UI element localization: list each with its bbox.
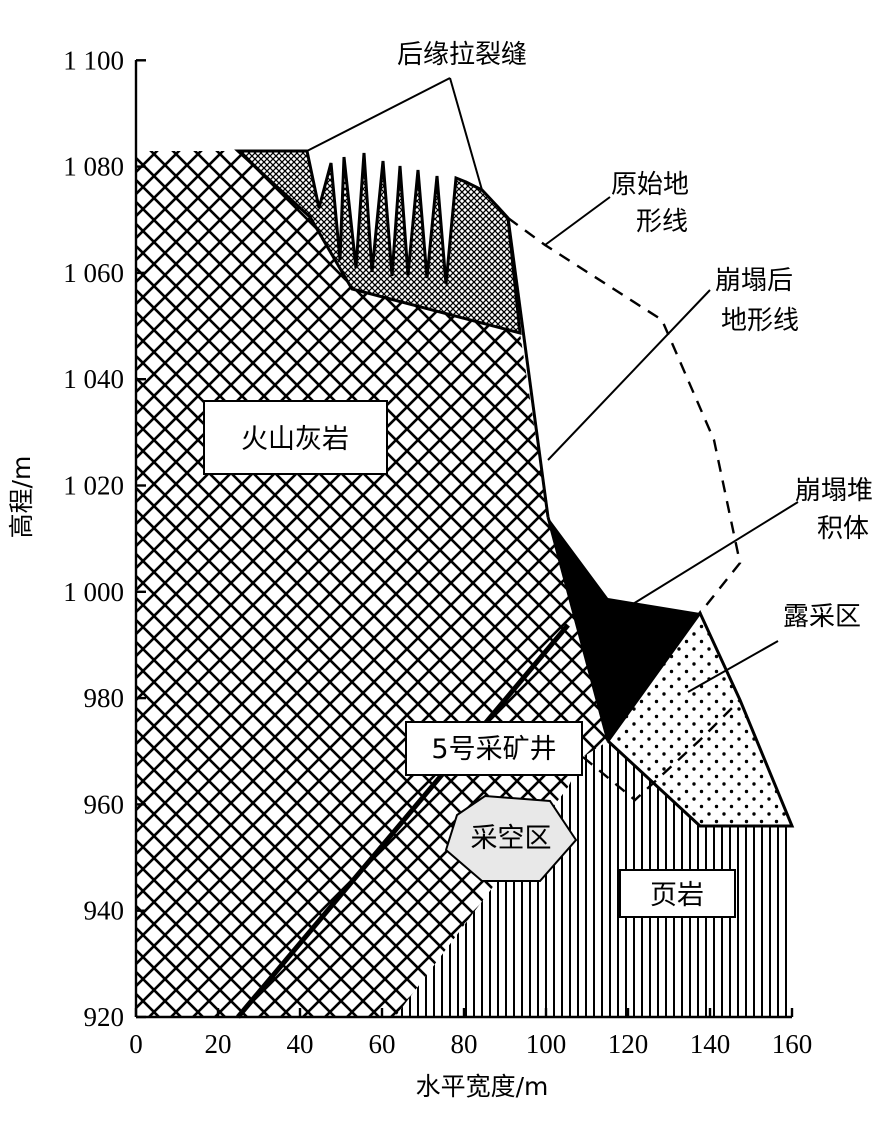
volcanic-tuff-label-box xyxy=(203,400,388,475)
shale-label: 页岩 xyxy=(650,880,704,911)
post-collapse-leader xyxy=(547,289,711,461)
tension-crack-leader xyxy=(449,77,483,191)
y-tick-label: 1 000 xyxy=(63,577,124,607)
x-tick-label: 0 xyxy=(129,1029,143,1059)
x-axis-title: 水平宽度/m xyxy=(416,1072,549,1101)
tension-crack-leader xyxy=(306,77,451,152)
callout-post-collapse-terrain: 地形线 xyxy=(721,306,799,336)
callout-collapse-deposit: 崩塌堆 xyxy=(795,476,873,506)
callout-collapse-deposit: 积体 xyxy=(817,514,869,544)
callout-post-collapse-terrain: 崩塌后 xyxy=(715,266,793,296)
main-slide-surface xyxy=(506,217,550,518)
x-tick-label: 100 xyxy=(526,1029,567,1059)
callouts: 后缘拉裂缝 原始地 形线 崩塌后 地形线 崩塌堆 积体 露采区 xyxy=(397,40,873,632)
x-tick-label: 40 xyxy=(287,1029,314,1059)
y-tick-label: 920 xyxy=(84,1002,125,1032)
x-tick-label: 140 xyxy=(690,1029,731,1059)
x-tick-label: 60 xyxy=(369,1029,396,1059)
y-ticks: 920 940 960 980 1 000 1 020 1 040 1 060 1 080 1 1… xyxy=(63,45,146,1032)
y-tick-label: 1 100 xyxy=(63,45,124,75)
y-tick-label: 960 xyxy=(84,789,125,819)
y-tick-label: 1 020 xyxy=(63,471,124,501)
goaf-label: 采空区 xyxy=(471,823,552,854)
open-pit-leader xyxy=(687,640,779,693)
boxed-labels: 火山灰岩 5号采矿井 采空区 页岩 xyxy=(203,400,736,918)
shale-label-box xyxy=(619,869,736,918)
y-axis-title: 高程/m xyxy=(7,456,36,539)
collapse-deposit-body xyxy=(548,517,700,741)
x-tick-label: 120 xyxy=(608,1029,649,1059)
y-tick-label: 1 040 xyxy=(63,364,124,394)
y-tick-label: 940 xyxy=(84,896,125,926)
mine-shaft-label-box xyxy=(405,721,583,776)
mine-shaft-label: 5号采矿井 xyxy=(431,734,556,765)
leader-lines xyxy=(306,77,799,693)
pit-dashed-line xyxy=(582,699,741,802)
x-tick-label: 80 xyxy=(451,1029,478,1059)
section-lines xyxy=(236,217,742,1019)
y-tick-label: 1 060 xyxy=(63,258,124,288)
goaf-polygon xyxy=(444,794,578,882)
callout-original-terrain: 形线 xyxy=(636,207,688,237)
original-terrain-line xyxy=(507,217,742,614)
callout-tension-crack: 后缘拉裂缝 xyxy=(397,40,527,70)
volcanic-tuff-label: 火山灰岩 xyxy=(241,424,349,455)
original-terrain-leader xyxy=(544,196,611,246)
x-ticks: 0 20 40 60 80 100 120 140 160 xyxy=(129,1008,812,1059)
x-tick-label: 160 xyxy=(772,1029,813,1059)
callout-open-pit: 露采区 xyxy=(783,602,861,632)
y-tick-label: 980 xyxy=(84,683,125,713)
shale-layer xyxy=(395,741,792,1017)
mine-shaft-line xyxy=(236,623,570,1019)
callout-original-terrain: 原始地 xyxy=(611,170,689,200)
open-pit-zone xyxy=(606,610,795,828)
deposit-leader xyxy=(619,501,799,613)
collapsed-crack-zone xyxy=(234,149,522,336)
y-tick-label: 1 080 xyxy=(63,152,124,182)
x-tick-label: 20 xyxy=(205,1029,232,1059)
slide-surface-lower xyxy=(546,516,610,742)
